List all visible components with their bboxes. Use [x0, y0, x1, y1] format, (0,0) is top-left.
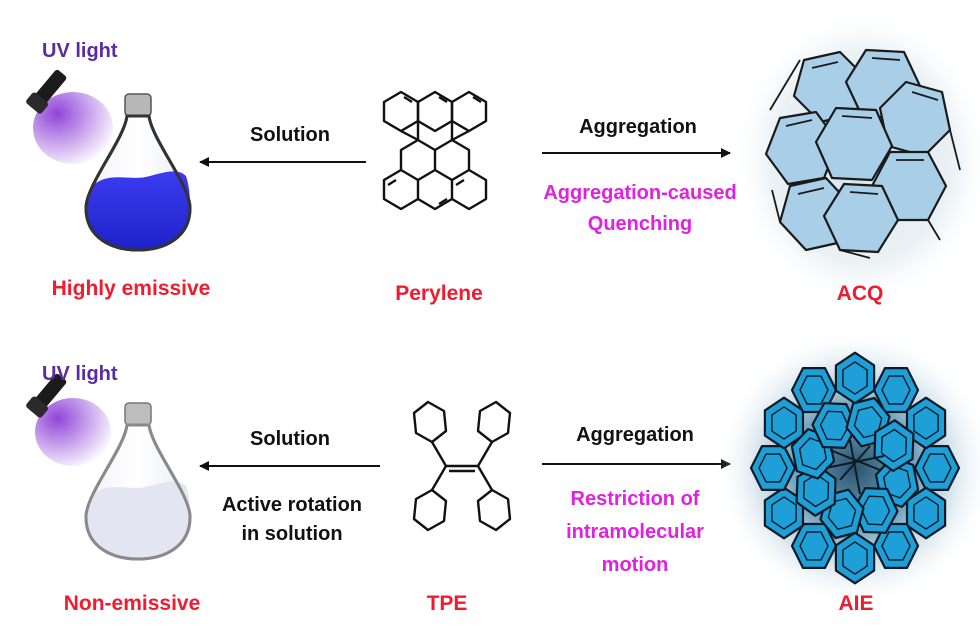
flask-nonemissive-icon	[84, 402, 192, 561]
aie-ring-inner	[799, 375, 829, 405]
uv-torch-bottom-icon	[26, 373, 111, 466]
aie-ring-inner	[883, 465, 912, 499]
perylene-label: Perylene	[395, 282, 483, 305]
bottom-left-arrow-label: Solution	[250, 428, 330, 450]
acq-label: ACQ	[836, 282, 884, 305]
top-left-arrow-label: Solution	[250, 124, 330, 146]
aie-ring-inner	[758, 453, 788, 483]
aie-ring-inner	[771, 406, 797, 440]
aie-ring-inner	[819, 410, 850, 441]
acq-aggregate-icon	[732, 8, 980, 308]
aie-phenyl-ring	[834, 351, 876, 405]
tpe-label: TPE	[426, 592, 468, 615]
aie-phenyl-ring	[749, 445, 797, 491]
aie-ring-inner	[881, 531, 911, 561]
aie-aggregate-icon	[715, 328, 980, 608]
top-mechanism-line-1: Aggregation-caused	[543, 182, 737, 204]
aie-ring-inner	[842, 541, 868, 575]
aie-phenyl-ring	[834, 531, 876, 585]
bottom-mechanism-line-3: motion	[601, 554, 669, 576]
aie-phenyl-ring	[852, 487, 899, 534]
rotation-note-line-1: Active rotation	[221, 494, 363, 516]
top-right-arrow-label: Aggregation	[579, 116, 697, 138]
aie-ring-inner	[798, 437, 827, 471]
aie-ring-inner	[799, 531, 829, 561]
aie-ring-inner	[913, 406, 939, 440]
top-mechanism-line-2: Quenching	[587, 213, 693, 235]
aie-phenyl-ring	[795, 464, 837, 517]
aie-ring-inner	[913, 496, 939, 530]
uv-light-label-bottom: UV light	[42, 363, 118, 385]
uv-torch-top-icon	[26, 69, 113, 164]
aie-phenyl-ring	[811, 402, 858, 449]
bottom-flask-label: Non-emissive	[63, 592, 201, 615]
aie-ring-inner	[827, 497, 857, 530]
aie-label: AIE	[838, 592, 874, 615]
bottom-right-arrow-label: Aggregation	[576, 424, 694, 446]
flask-emissive-icon	[84, 93, 192, 252]
uv-light-label-top: UV light	[42, 40, 118, 62]
aie-ring-inner	[881, 375, 911, 405]
aie-ring-inner	[771, 496, 797, 530]
aie-phenyl-ring	[913, 445, 961, 491]
aie-ring-inner	[922, 453, 952, 483]
tpe-structure	[412, 400, 512, 532]
rotation-note-line-2: in solution	[241, 523, 343, 545]
bottom-mechanism-line-2: intramolecular	[566, 521, 704, 543]
aie-ring-inner	[803, 473, 830, 508]
aie-ring-inner	[853, 406, 883, 439]
top-flask-label: Highly emissive	[51, 277, 211, 300]
aie-ring-inner	[880, 428, 907, 463]
aie-ring-inner	[860, 495, 891, 526]
aie-ring-inner	[842, 361, 868, 395]
bottom-mechanism-line-1: Restriction of	[570, 488, 700, 510]
perylene-structure	[382, 90, 488, 211]
